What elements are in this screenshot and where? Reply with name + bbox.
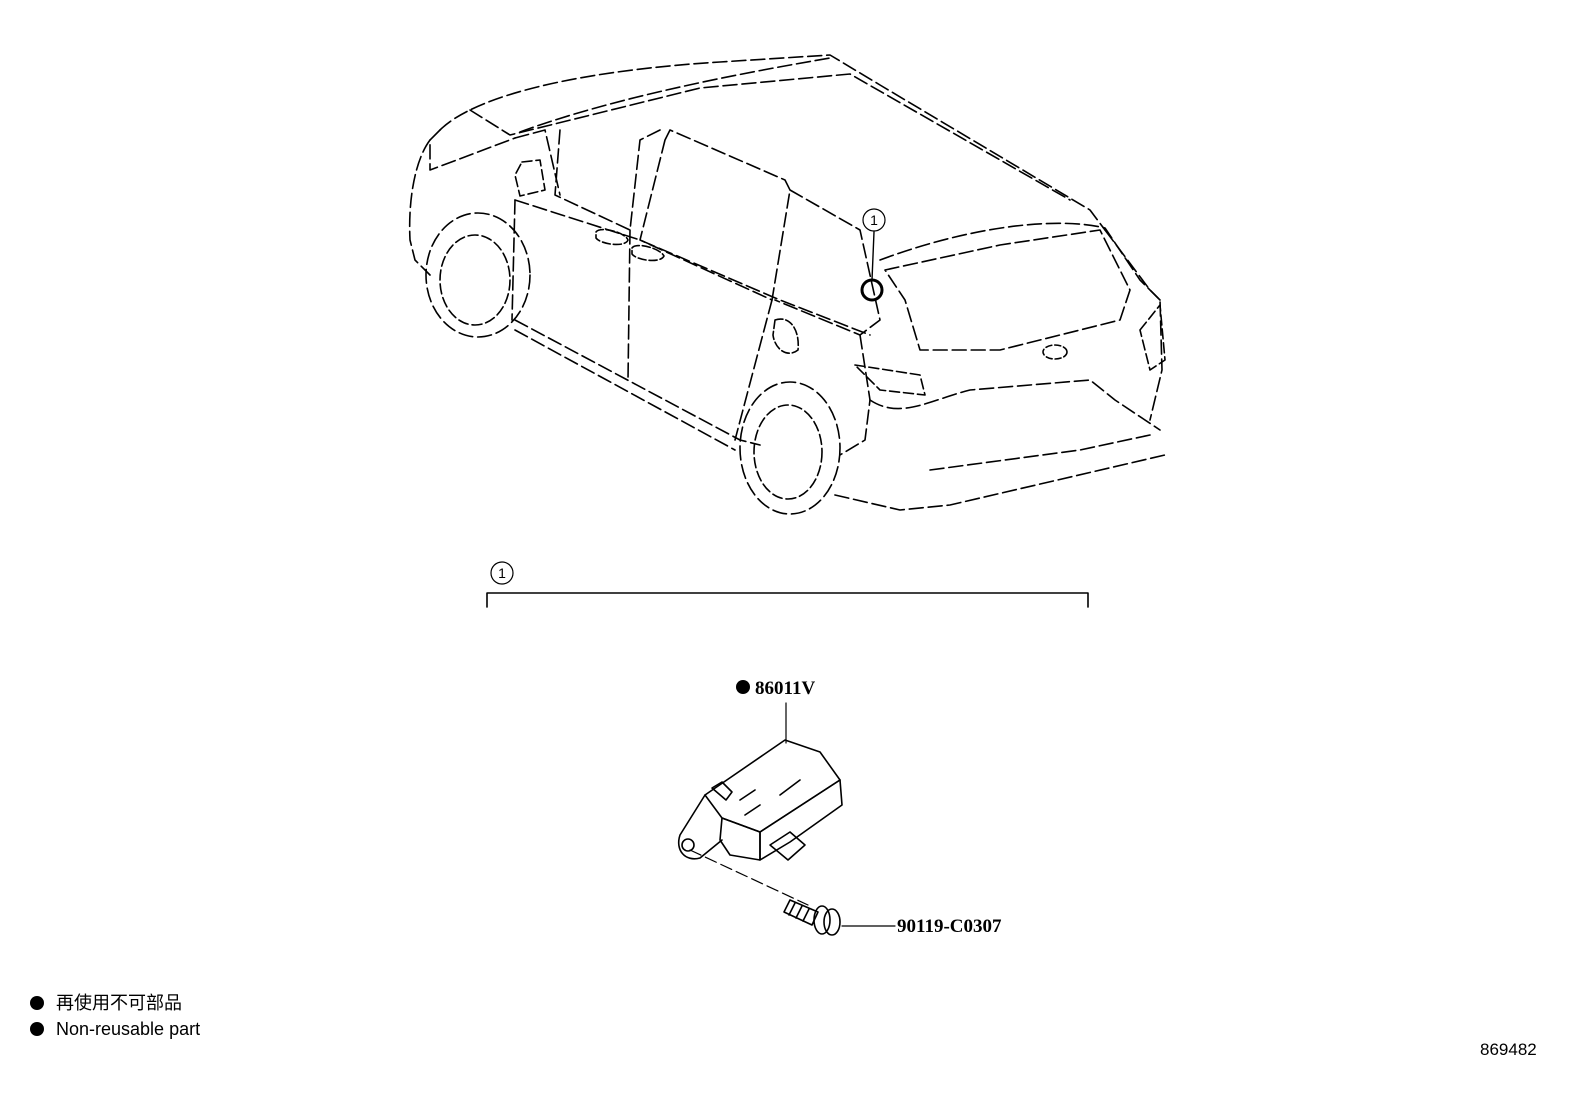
roof-inner-line	[469, 73, 1071, 201]
mounting-hole	[681, 838, 695, 852]
module-detail-lines	[739, 779, 801, 816]
rear-body-side	[839, 334, 871, 456]
bolt-shank	[783, 899, 819, 926]
bolt-part-90119-C0307: 90119-C0307	[783, 899, 1002, 937]
part-label-90119-C0307: 90119-C0307	[897, 916, 1002, 937]
roofline-rear	[519, 57, 831, 133]
tail-lamp-right	[1139, 304, 1166, 371]
liftgate-outline	[879, 222, 1163, 421]
front-wheel-inner	[439, 234, 511, 326]
rear-wheel-inner	[753, 404, 823, 500]
callout-circle-bracket	[490, 561, 514, 585]
door-handle-rear	[631, 244, 665, 262]
install-guide-line	[689, 849, 809, 906]
front-door-outline	[554, 129, 661, 231]
legend-dot-icon	[30, 1022, 44, 1036]
legend-dot-icon	[30, 996, 44, 1010]
module-clip	[711, 781, 733, 801]
module-connector	[769, 831, 806, 861]
legend-text-japanese: 再使用不可部品	[56, 993, 182, 1013]
module-part-86011V: 86011V	[678, 678, 843, 906]
rear-quarter-window	[774, 189, 881, 336]
rear-body-right	[1104, 229, 1161, 301]
callout-circle-vehicle	[862, 208, 886, 232]
tail-lamp-left	[854, 364, 926, 396]
front-door-front-edge	[511, 199, 516, 321]
legend-text-english: Non-reusable part	[56, 1019, 201, 1039]
bracket-line	[486, 592, 1089, 608]
rear-bumper-lower	[834, 454, 1166, 511]
module-front-face	[719, 817, 761, 861]
sliding-door-rear	[734, 299, 773, 441]
roof-outline	[439, 54, 1106, 231]
callout-number-vehicle: 1	[870, 212, 878, 228]
rocker-panel	[514, 319, 761, 446]
exploded-view-bracket: 1	[486, 561, 1089, 608]
non-reusable-dot	[736, 680, 750, 694]
legend-row-japanese: 再使用不可部品	[30, 990, 200, 1016]
rear-emblem	[1042, 344, 1068, 360]
bolt-thread-lines	[788, 902, 810, 922]
rocker-panel-lower	[514, 329, 736, 451]
diagram-id: 869482	[1480, 1040, 1537, 1059]
bolt-head	[823, 908, 841, 936]
legend: 再使用不可部品 Non-reusable part	[30, 990, 200, 1042]
windshield-frame	[429, 129, 516, 171]
rear-window	[884, 229, 1131, 351]
fuel-door	[772, 318, 800, 354]
rear-wheel-outer	[739, 381, 841, 515]
front-body	[408, 139, 431, 276]
vehicle-illustration: 1	[408, 54, 1166, 515]
module-right-face	[759, 779, 843, 861]
mounting-tab	[678, 794, 723, 860]
rear-bumper-upper	[869, 379, 1161, 431]
part-label-86011V: 86011V	[755, 678, 815, 699]
sliding-door-window	[639, 129, 791, 301]
side-mirror	[514, 159, 546, 197]
front-pillar	[514, 129, 561, 196]
body-side-top	[514, 199, 871, 336]
bolt-washer	[813, 905, 831, 935]
door-handle-front	[595, 228, 629, 246]
callout-number-bracket: 1	[498, 565, 506, 581]
callout-leader-line	[871, 231, 875, 281]
front-wheel-outer	[425, 212, 531, 338]
front-door-rear-edge	[627, 229, 631, 381]
legend-row-english: Non-reusable part	[30, 1016, 200, 1042]
rear-bumper-trim	[929, 434, 1151, 471]
